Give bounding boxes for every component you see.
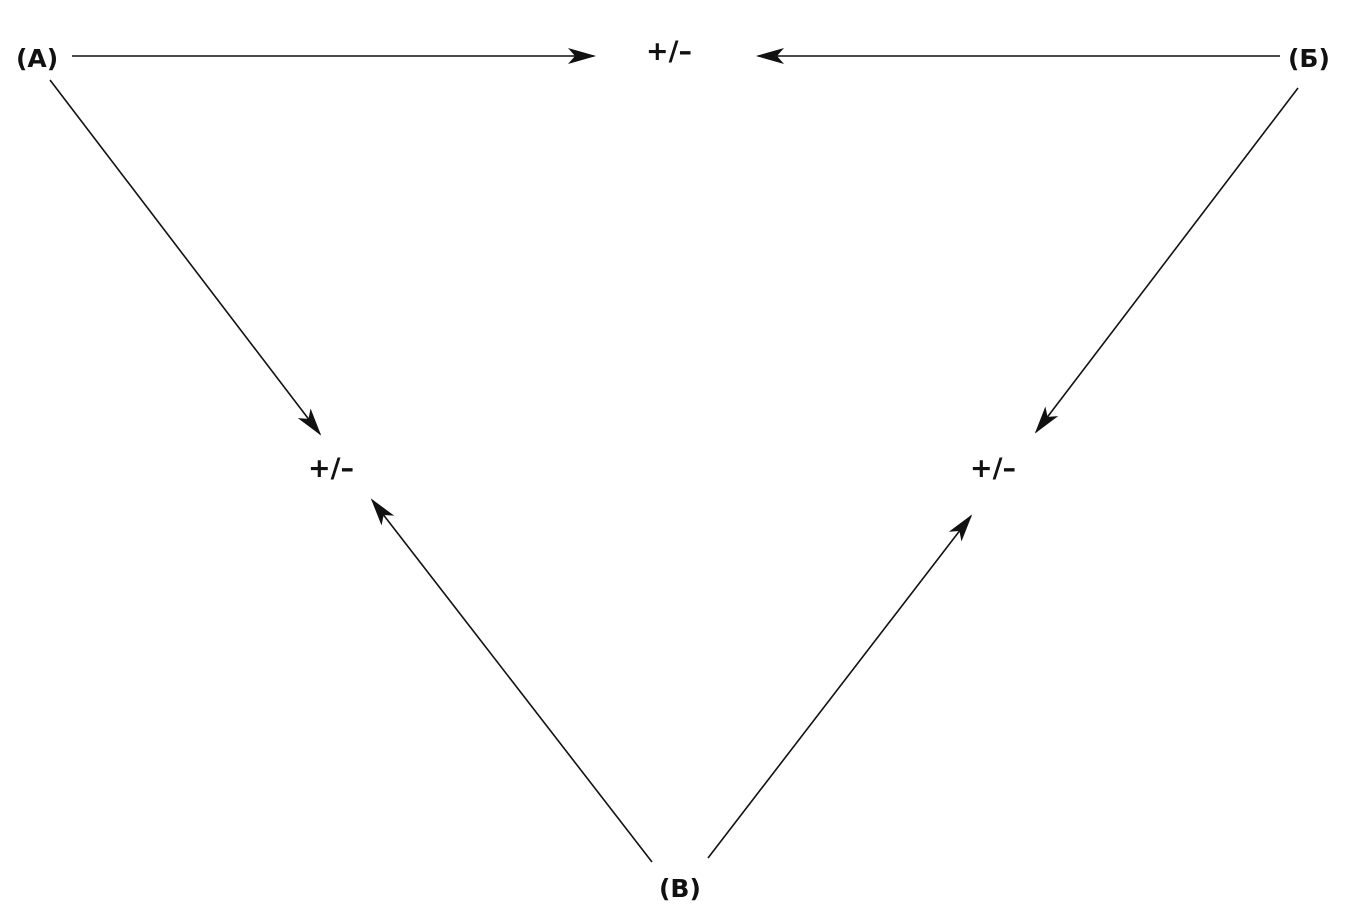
arrow-b-to-bv-sign bbox=[1034, 87, 1299, 434]
relation-a-v-sign: +/– bbox=[308, 453, 354, 484]
relation-b-v-sign: +/– bbox=[970, 453, 1016, 484]
node-a-label: (А) bbox=[16, 44, 58, 73]
arrow-v-to-av-sign bbox=[370, 498, 653, 863]
relation-a-b-sign: +/– bbox=[646, 36, 692, 67]
node-v-label: (В) bbox=[659, 874, 701, 903]
arrow-v-to-bv-sign bbox=[707, 514, 973, 859]
node-b-label: (Б) bbox=[1288, 44, 1330, 73]
arrow-a-to-av-sign bbox=[49, 79, 322, 436]
